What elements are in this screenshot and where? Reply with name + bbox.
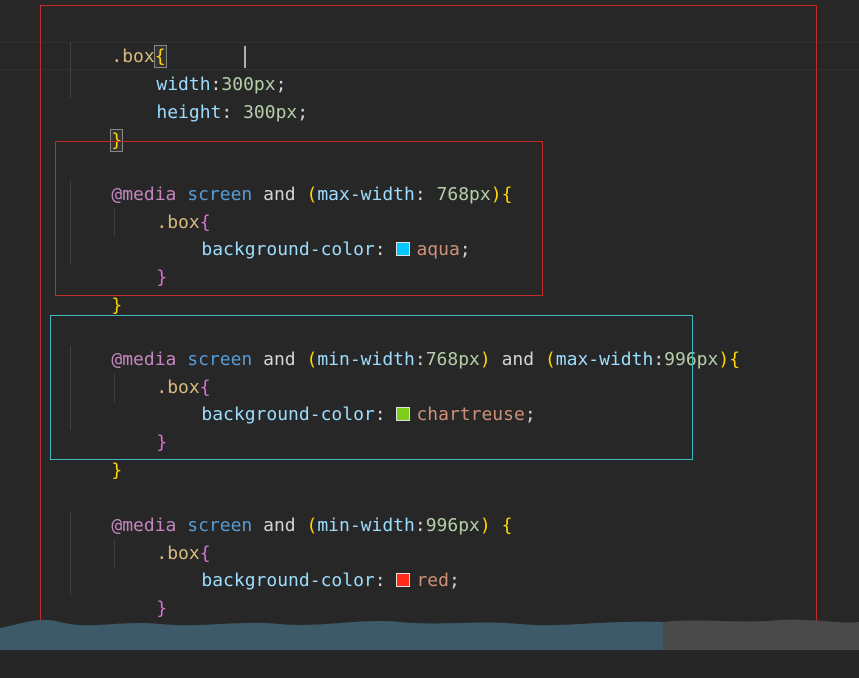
text-cursor: [244, 46, 246, 68]
media-and: and: [263, 515, 296, 536]
media-value: 768px: [425, 349, 480, 370]
media-value: 768px: [436, 184, 491, 205]
code-line[interactable]: @media screen and (min-width:996px) {: [111, 515, 513, 536]
media-value: 996px: [425, 515, 480, 536]
color-swatch-red[interactable]: [396, 573, 411, 587]
media-feature: max-width: [555, 349, 654, 370]
color-swatch-chartreuse[interactable]: [396, 407, 411, 421]
code-line[interactable]: .box{: [156, 377, 211, 398]
at-rule: @media: [111, 349, 177, 370]
code-line[interactable]: background-color: red;: [201, 570, 460, 591]
code-line[interactable]: }: [156, 432, 168, 453]
indent-guide: [70, 42, 71, 98]
css-value: aqua: [416, 239, 460, 260]
css-property: width: [156, 74, 211, 95]
css-value: 300px: [243, 102, 298, 123]
media-and: and: [263, 184, 296, 205]
code-line[interactable]: height: 300px;: [156, 102, 309, 123]
code-line[interactable]: .box{: [156, 212, 211, 233]
css-property: background-color: [201, 404, 375, 425]
css-property: background-color: [201, 239, 375, 260]
code-line[interactable]: }: [68, 99, 124, 152]
code-line[interactable]: background-color: chartreuse;: [201, 404, 536, 425]
css-value: red: [416, 570, 449, 591]
code-line[interactable]: }: [156, 598, 168, 619]
css-selector: .box: [156, 377, 200, 398]
close-brace: }: [110, 129, 124, 152]
code-line[interactable]: @media screen and (max-width: 768px){: [111, 184, 513, 205]
css-value: 300px: [221, 74, 276, 95]
indent-guide: [114, 374, 115, 402]
current-line-highlight: [0, 42, 859, 70]
css-selector: .box: [156, 212, 200, 233]
color-swatch-aqua[interactable]: [396, 242, 411, 256]
code-line[interactable]: width:300px;: [156, 74, 287, 95]
code-line[interactable]: @media screen and (min-width:768px) and …: [111, 349, 741, 370]
bottom-overlay-strip: [0, 619, 859, 650]
code-line[interactable]: .box{: [156, 543, 211, 564]
media-feature: min-width: [317, 515, 415, 536]
code-editor[interactable]: .box{ width:300px; height: 300px; } @med…: [0, 0, 859, 650]
media-and: and: [501, 349, 535, 370]
media-type: screen: [187, 184, 253, 205]
code-line[interactable]: }: [111, 295, 123, 316]
code-line[interactable]: background-color: aqua;: [201, 239, 471, 260]
media-type: screen: [187, 515, 253, 536]
code-line[interactable]: .box{: [68, 15, 167, 68]
at-rule: @media: [111, 515, 177, 536]
indent-guide: [114, 208, 115, 236]
code-line[interactable]: }: [111, 460, 123, 481]
css-selector: .box: [111, 46, 155, 67]
media-feature: max-width: [317, 184, 415, 205]
at-rule: @media: [111, 184, 177, 205]
indent-guide: [70, 511, 71, 595]
media-feature: min-width: [317, 349, 415, 370]
media-and: and: [263, 349, 296, 370]
indent-guide: [114, 539, 115, 567]
indent-guide: [70, 180, 71, 264]
open-brace: {: [153, 45, 167, 68]
css-property: background-color: [201, 570, 375, 591]
code-line[interactable]: }: [156, 267, 168, 288]
media-value: 996px: [664, 349, 719, 370]
indent-guide: [70, 346, 71, 430]
css-value: chartreuse: [416, 404, 525, 425]
media-type: screen: [187, 349, 253, 370]
css-selector: .box: [156, 543, 200, 564]
css-property: height: [156, 102, 222, 123]
